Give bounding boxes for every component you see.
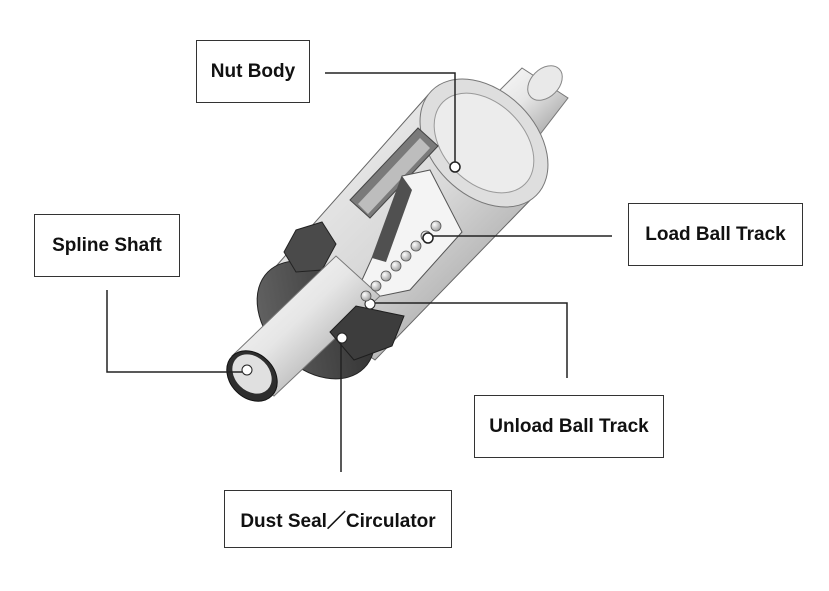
label-load-ball-track-text: Load Ball Track [645, 223, 786, 245]
nut-body-marker [449, 161, 461, 173]
label-nut-body: Nut Body [196, 40, 310, 103]
dust-seal-shape [329, 298, 405, 361]
leader-unload-ball-track [375, 302, 568, 378]
label-load-ball-track: Load Ball Track [628, 203, 803, 266]
ball-track-balls [360, 220, 442, 302]
label-nut-body-text: Nut Body [210, 60, 296, 82]
label-unload-ball-track: Unload Ball Track [474, 395, 664, 458]
spline-shaft-shape [226, 255, 381, 402]
leader-nut-body [325, 72, 456, 162]
leader-lines [106, 72, 612, 472]
leader-spline-shaft [106, 290, 242, 373]
label-dust-seal-circulator: Dust Seal／Circulator [224, 490, 452, 548]
load-track-marker [422, 232, 434, 244]
label-dust-seal-circulator-text: Dust Seal／Circulator [240, 510, 436, 532]
label-spline-shaft: Spline Shaft [34, 214, 180, 277]
label-spline-shaft-text: Spline Shaft [52, 234, 162, 256]
label-unload-ball-track-text: Unload Ball Track [489, 415, 649, 437]
